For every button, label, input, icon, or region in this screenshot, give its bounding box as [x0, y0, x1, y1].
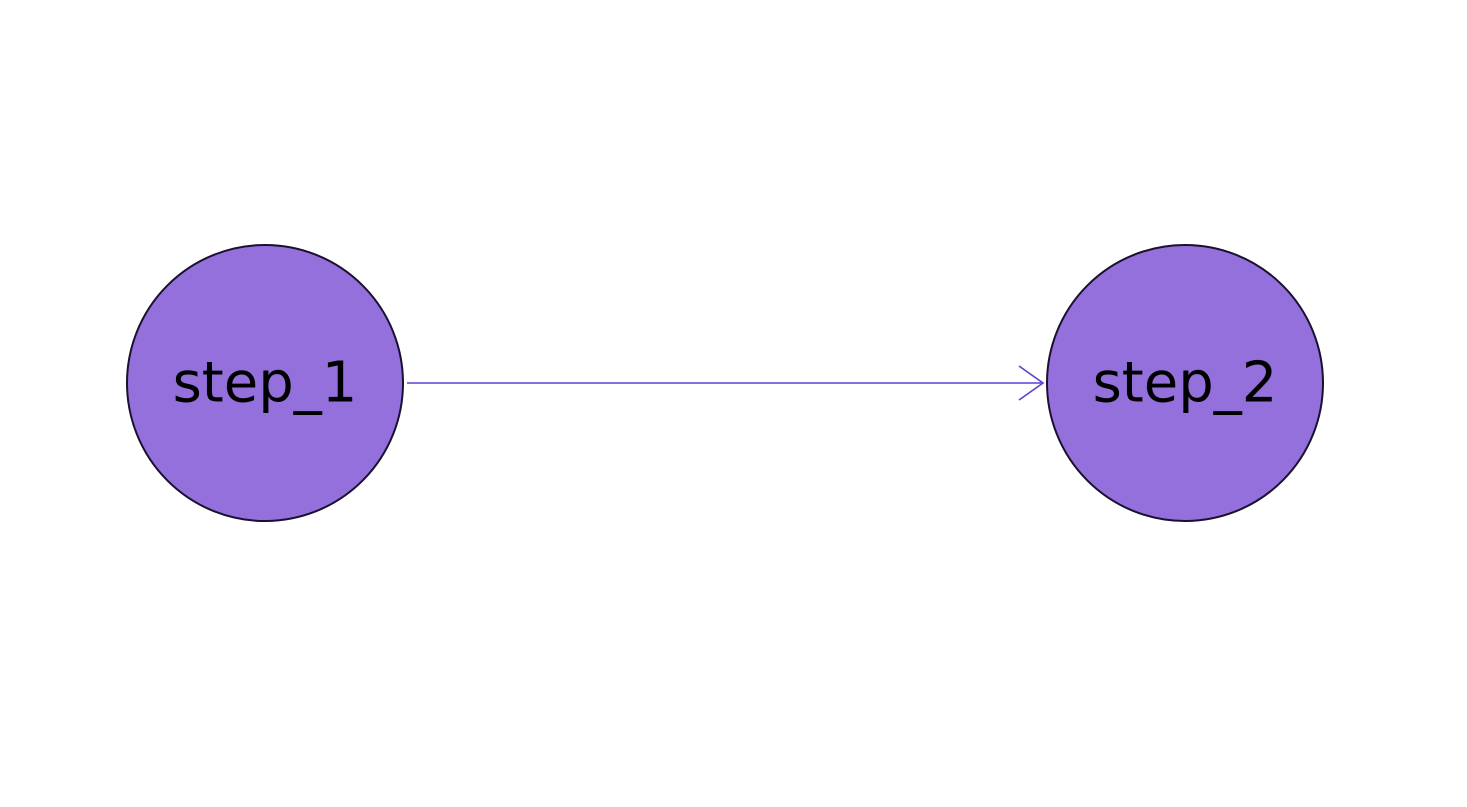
edge-step_1-to-step_2 — [407, 365, 1045, 401]
node-circle[interactable] — [126, 244, 404, 522]
node-label: step_2 — [1093, 351, 1278, 416]
arrowhead-icon — [1018, 365, 1045, 401]
nodes-layer: step_1 step_2 — [126, 244, 1324, 522]
node-circle[interactable] — [1046, 244, 1324, 522]
node-step_1[interactable]: step_1 — [126, 244, 404, 522]
edges-layer — [407, 365, 1045, 401]
node-step_2[interactable]: step_2 — [1046, 244, 1324, 522]
node-label: step_1 — [173, 351, 358, 416]
